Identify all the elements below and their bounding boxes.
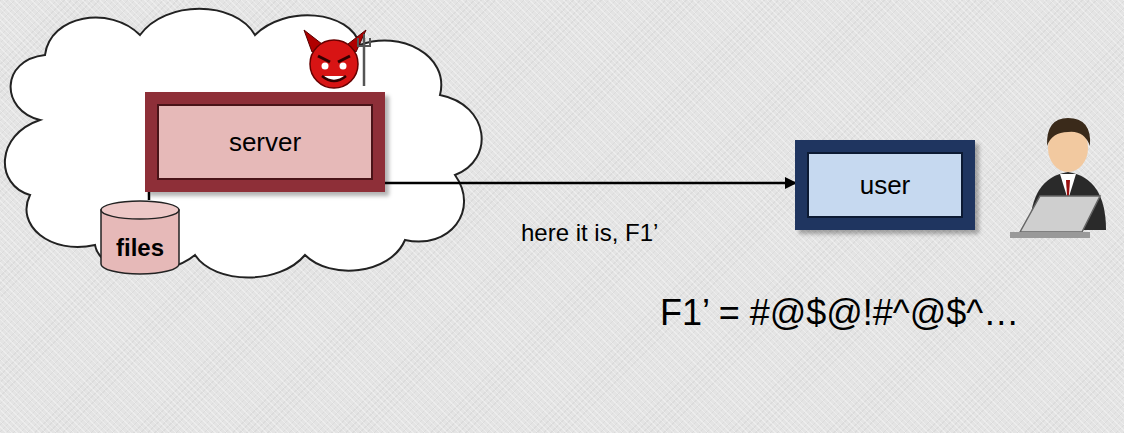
server-box: server xyxy=(145,92,385,192)
node-label: server xyxy=(229,127,301,158)
node-label: user xyxy=(860,170,911,201)
edge-label: here it is, F1’ xyxy=(521,219,658,247)
devil-icon xyxy=(304,30,370,88)
formula-text: F1’ = #@$@!#^@$^… xyxy=(660,292,1019,334)
person-icon xyxy=(1010,118,1106,238)
cloud-outline xyxy=(5,9,482,278)
database-cylinder: files xyxy=(100,200,180,274)
connector-line xyxy=(148,192,151,200)
arrow xyxy=(385,182,795,185)
node-label: files xyxy=(116,234,164,262)
client-box: user xyxy=(795,140,975,230)
